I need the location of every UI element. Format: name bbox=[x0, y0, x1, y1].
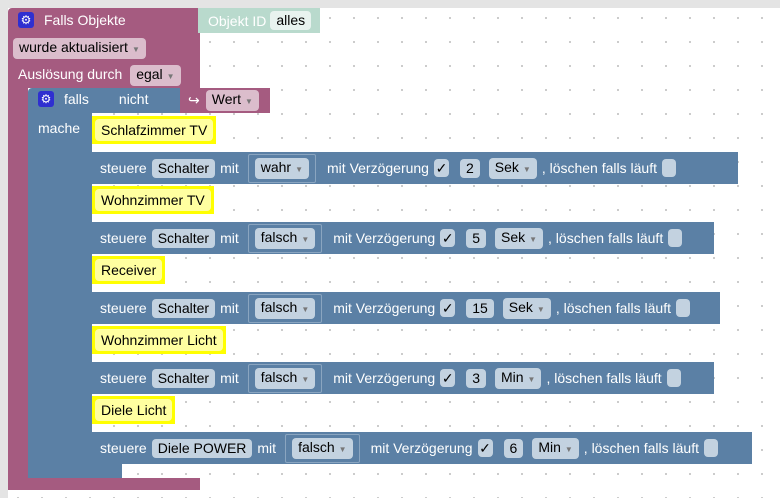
clear-checkbox[interactable] bbox=[668, 229, 683, 247]
clear-label: , löschen falls läuft bbox=[546, 370, 662, 386]
control-block[interactable]: steuere Diele POWER mit falsch▼ mit Verz… bbox=[92, 432, 752, 464]
delay-checkbox[interactable]: ✓ bbox=[433, 159, 449, 177]
device-field[interactable]: Schalter bbox=[151, 228, 216, 248]
clear-checkbox[interactable] bbox=[661, 159, 676, 177]
bool-block[interactable]: falsch▼ bbox=[247, 363, 323, 393]
bool-dropdown[interactable]: wahr▼ bbox=[254, 157, 310, 179]
bool-dropdown[interactable]: falsch▼ bbox=[254, 367, 316, 389]
if-label: falls bbox=[64, 91, 89, 107]
comment-block[interactable]: Receiver bbox=[92, 256, 166, 284]
value-block[interactable]: ↪ Wert▼ bbox=[180, 88, 270, 113]
comment-block[interactable]: Wohnzimmer TV bbox=[92, 186, 214, 214]
clear-label: , löschen falls läuft bbox=[583, 440, 699, 456]
clear-checkbox[interactable] bbox=[703, 439, 718, 457]
control-block[interactable]: steuere Schalter mit falsch▼ mit Verzöge… bbox=[92, 292, 720, 324]
comment-block[interactable]: Wohnzimmer Licht bbox=[92, 326, 226, 354]
control-block[interactable]: steuere Schalter mit falsch▼ mit Verzöge… bbox=[92, 222, 714, 254]
bool-dropdown[interactable]: falsch▼ bbox=[254, 227, 316, 249]
if-block-bottom bbox=[28, 464, 122, 478]
control-block[interactable]: steuere Schalter mit wahr▼ mit Verzögeru… bbox=[92, 152, 738, 184]
device-field[interactable]: Schalter bbox=[151, 368, 216, 388]
control-prefix: steuere bbox=[100, 160, 147, 176]
delay-field[interactable]: 15 bbox=[466, 298, 494, 318]
control-prefix: steuere bbox=[100, 300, 147, 316]
bool-block[interactable]: falsch▼ bbox=[247, 293, 323, 323]
delay-checkbox[interactable]: ✓ bbox=[440, 299, 456, 317]
clear-label: , löschen falls läuft bbox=[541, 160, 657, 176]
if-block-arm bbox=[28, 112, 92, 468]
not-label: nicht bbox=[118, 91, 149, 107]
unit-dropdown[interactable]: Min▼ bbox=[532, 437, 579, 459]
delay-checkbox[interactable]: ✓ bbox=[440, 229, 456, 247]
bool-dropdown[interactable]: falsch▼ bbox=[254, 297, 316, 319]
workspace-left-edge bbox=[0, 0, 8, 498]
control-prefix: steuere bbox=[100, 370, 147, 386]
delay-field[interactable]: 3 bbox=[466, 368, 486, 388]
value-dropdown[interactable]: Wert▼ bbox=[205, 90, 259, 111]
device-field[interactable]: Schalter bbox=[151, 158, 216, 178]
control-prefix: steuere bbox=[100, 440, 147, 456]
control-prefix: steuere bbox=[100, 230, 147, 246]
delay-checkbox[interactable]: ✓ bbox=[440, 369, 456, 387]
device-field[interactable]: Diele POWER bbox=[151, 438, 253, 458]
object-id-label: Objekt ID bbox=[208, 12, 267, 29]
delay-label: mit Verzögerung bbox=[327, 160, 429, 176]
trigger-label: Auslösung durch bbox=[18, 66, 123, 82]
object-id-field[interactable]: alles bbox=[270, 11, 312, 30]
do-label: mache bbox=[38, 120, 81, 136]
comment-block[interactable]: Schlafzimmer TV bbox=[92, 116, 217, 144]
with-label: mit bbox=[220, 160, 239, 176]
with-label: mit bbox=[220, 370, 239, 386]
clear-label: , löschen falls läuft bbox=[548, 230, 664, 246]
device-field[interactable]: Schalter bbox=[151, 298, 216, 318]
object-id-block[interactable]: Objekt ID alles bbox=[198, 8, 320, 33]
delay-field[interactable]: 6 bbox=[503, 438, 524, 458]
trigger-dropdown[interactable]: egal▼ bbox=[130, 65, 181, 86]
delay-field[interactable]: 5 bbox=[466, 228, 486, 248]
bool-dropdown[interactable]: falsch▼ bbox=[292, 437, 353, 459]
bool-block[interactable]: falsch▼ bbox=[285, 433, 360, 463]
clear-checkbox[interactable] bbox=[675, 299, 690, 317]
unit-dropdown[interactable]: Sek▼ bbox=[502, 297, 551, 319]
delay-label: mit Verzögerung bbox=[370, 440, 473, 456]
delay-field[interactable]: 2 bbox=[459, 158, 480, 178]
with-label: mit bbox=[257, 440, 277, 456]
bool-block[interactable]: wahr▼ bbox=[247, 153, 317, 183]
trigger-block-bottom bbox=[8, 478, 200, 490]
event-dropdown[interactable]: wurde aktualisiert▼ bbox=[13, 38, 146, 59]
workspace-top-edge bbox=[0, 0, 780, 8]
delay-checkbox[interactable]: ✓ bbox=[477, 439, 493, 457]
trigger-title: Falls Objekte bbox=[44, 12, 126, 28]
unit-dropdown[interactable]: Sek▼ bbox=[488, 157, 537, 179]
comment-block[interactable]: Diele Licht bbox=[92, 396, 176, 424]
return-arrow-icon: ↪ bbox=[188, 92, 200, 108]
unit-dropdown[interactable]: Sek▼ bbox=[494, 227, 544, 249]
with-label: mit bbox=[220, 300, 239, 316]
delay-label: mit Verzögerung bbox=[333, 370, 436, 386]
control-block[interactable]: steuere Schalter mit falsch▼ mit Verzöge… bbox=[92, 362, 714, 394]
delay-label: mit Verzögerung bbox=[333, 300, 436, 316]
with-label: mit bbox=[220, 230, 239, 246]
delay-label: mit Verzögerung bbox=[333, 230, 436, 246]
unit-dropdown[interactable]: Min▼ bbox=[494, 367, 542, 389]
trigger-block-arm bbox=[8, 88, 28, 480]
clear-checkbox[interactable] bbox=[666, 369, 681, 387]
clear-label: , löschen falls läuft bbox=[555, 300, 671, 316]
gear-icon[interactable]: ⚙ bbox=[18, 12, 34, 28]
bool-block[interactable]: falsch▼ bbox=[247, 223, 323, 253]
gear-icon[interactable]: ⚙ bbox=[38, 91, 54, 107]
